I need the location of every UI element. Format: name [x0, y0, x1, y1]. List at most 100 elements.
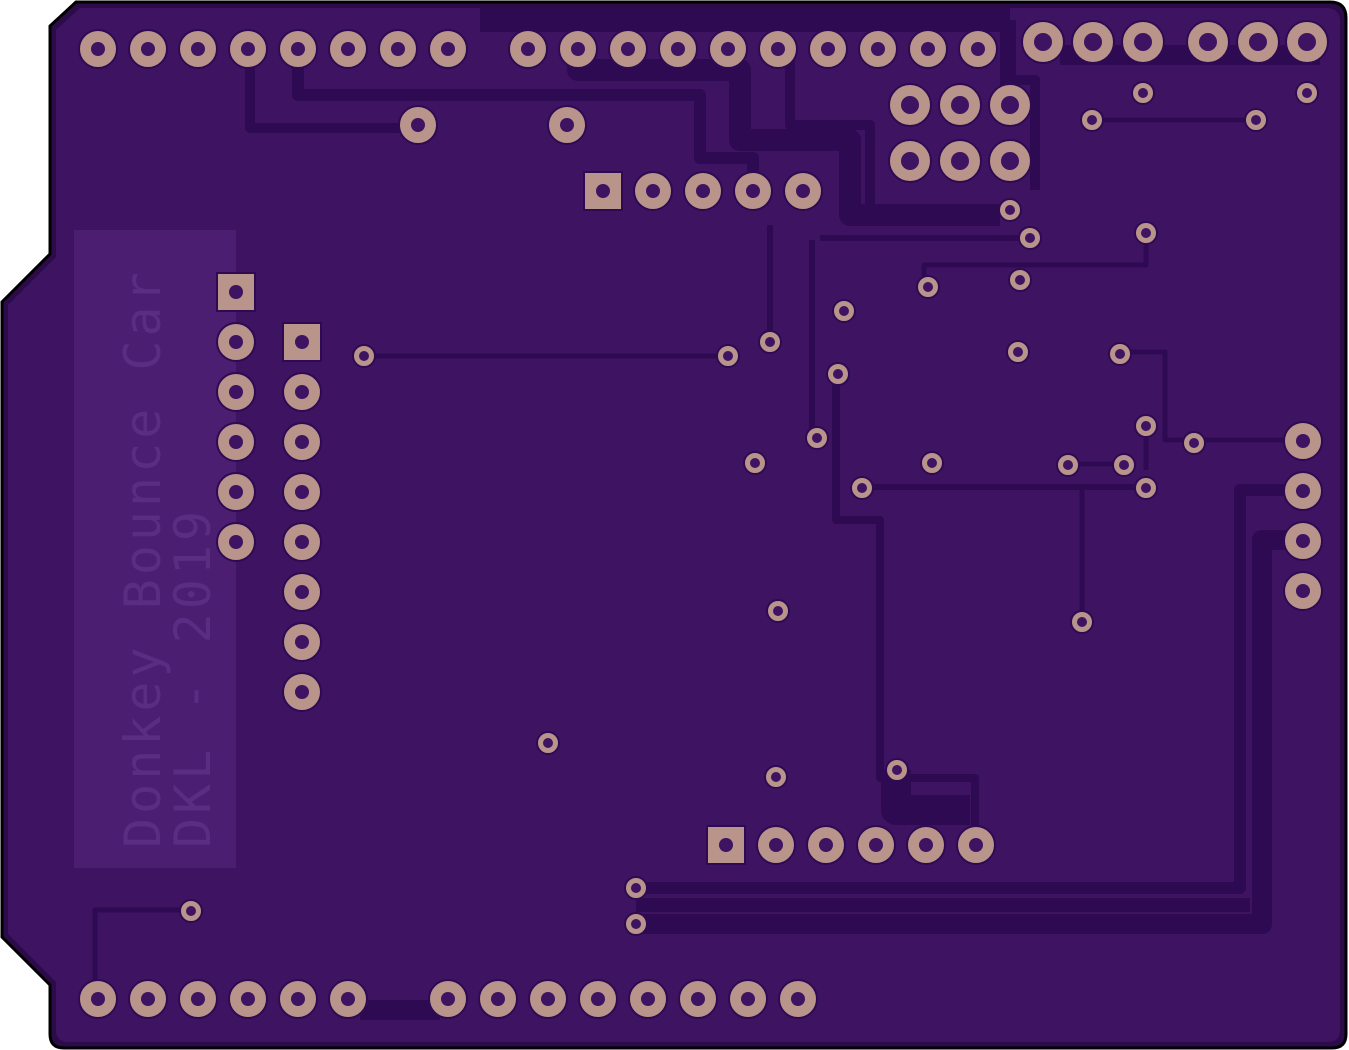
via-hole — [1115, 349, 1125, 359]
header-pad-hole — [1249, 33, 1267, 51]
header-pad-hole — [91, 992, 105, 1006]
via-hole — [1005, 205, 1015, 215]
header-pad-hole — [641, 992, 655, 1006]
via-hole — [359, 351, 369, 361]
header-pad-hole — [1296, 484, 1310, 498]
header-pad-hole — [141, 992, 155, 1006]
header-pad-hole — [919, 838, 933, 852]
via-hole — [186, 906, 196, 916]
header-pad-hole — [771, 42, 785, 56]
header-pad-hole — [1034, 33, 1052, 51]
via-hole — [923, 282, 933, 292]
header-pad-hole — [411, 118, 425, 132]
header-pad-hole — [391, 42, 405, 56]
header-pad-hole — [671, 42, 685, 56]
header-pad-hole — [921, 42, 935, 56]
board-title: Donkey Bounce Car — [114, 268, 172, 848]
header-pad-hole — [560, 118, 574, 132]
via-hole — [1251, 115, 1261, 125]
header-pad-hole — [1298, 33, 1316, 51]
header-pad-hole — [229, 385, 243, 399]
header-pad-hole — [969, 838, 983, 852]
header-pad-hole — [796, 184, 810, 198]
header-pad-hole — [229, 285, 243, 299]
icsp-pad-hole — [951, 152, 969, 170]
header-pad-hole — [791, 992, 805, 1006]
via-hole — [1141, 421, 1151, 431]
header-pad-hole — [1134, 33, 1152, 51]
via-hole — [1025, 233, 1035, 243]
header-pad-hole — [241, 42, 255, 56]
via-hole — [631, 919, 641, 929]
via-hole — [1013, 347, 1023, 357]
header-pad-hole — [741, 992, 755, 1006]
icsp-pad-hole — [951, 96, 969, 114]
via-hole — [723, 351, 733, 361]
header-pad-hole — [295, 635, 309, 649]
header-pad-hole — [191, 42, 205, 56]
via-hole — [1189, 438, 1199, 448]
header-pad-hole — [521, 42, 535, 56]
via-hole — [543, 738, 553, 748]
header-pad-hole — [1084, 33, 1102, 51]
silkscreen-text-group: Donkey Bounce Car DKL - 2019 — [114, 268, 222, 848]
header-pad-hole — [229, 535, 243, 549]
via-hole — [927, 458, 937, 468]
header-pad-hole — [91, 42, 105, 56]
header-pad-hole — [869, 838, 883, 852]
header-pad-hole — [621, 42, 635, 56]
header-pad-hole — [291, 42, 305, 56]
traces — [92, 8, 1320, 1020]
header-pad-hole — [441, 992, 455, 1006]
via-hole — [839, 306, 849, 316]
header-pad-hole — [295, 685, 309, 699]
header-pad-hole — [341, 42, 355, 56]
header-pad-hole — [1296, 584, 1310, 598]
header-pad-hole — [295, 335, 309, 349]
via-hole — [1063, 460, 1073, 470]
header-pad-hole — [191, 992, 205, 1006]
header-pad-hole — [721, 42, 735, 56]
header-pad-hole — [295, 435, 309, 449]
via-hole — [1138, 88, 1148, 98]
header-pad-hole — [141, 42, 155, 56]
icsp-pad-hole — [901, 96, 919, 114]
header-pad-hole — [571, 42, 585, 56]
via-hole — [857, 483, 867, 493]
via-hole — [1302, 88, 1312, 98]
header-pad-hole — [295, 585, 309, 599]
icsp-pad-hole — [1001, 96, 1019, 114]
header-pad-hole — [341, 992, 355, 1006]
header-pad-hole — [746, 184, 760, 198]
header-pad-hole — [295, 485, 309, 499]
header-pad-hole — [1199, 33, 1217, 51]
header-pad-hole — [229, 335, 243, 349]
via-hole — [1141, 228, 1151, 238]
via-hole — [833, 369, 843, 379]
header-pad-hole — [691, 992, 705, 1006]
header-pad-hole — [596, 184, 610, 198]
header-pad-hole — [819, 838, 833, 852]
via-hole — [892, 765, 902, 775]
via-hole — [1141, 483, 1151, 493]
via-hole — [750, 458, 760, 468]
header-pad-hole — [229, 435, 243, 449]
header-pad-hole — [769, 838, 783, 852]
header-pad-hole — [1296, 434, 1310, 448]
header-pad-hole — [646, 184, 660, 198]
via-hole — [1015, 275, 1025, 285]
icsp-pad-hole — [901, 152, 919, 170]
icsp-pad-hole — [1001, 152, 1019, 170]
via-hole — [631, 883, 641, 893]
header-pad-hole — [871, 42, 885, 56]
via-hole — [1119, 460, 1129, 470]
header-pad-hole — [971, 42, 985, 56]
header-pad-hole — [291, 992, 305, 1006]
pads — [78, 20, 1329, 1019]
via-hole — [773, 606, 783, 616]
header-pad-hole — [441, 42, 455, 56]
header-pad-hole — [295, 385, 309, 399]
via-hole — [765, 337, 775, 347]
header-pad-hole — [241, 992, 255, 1006]
